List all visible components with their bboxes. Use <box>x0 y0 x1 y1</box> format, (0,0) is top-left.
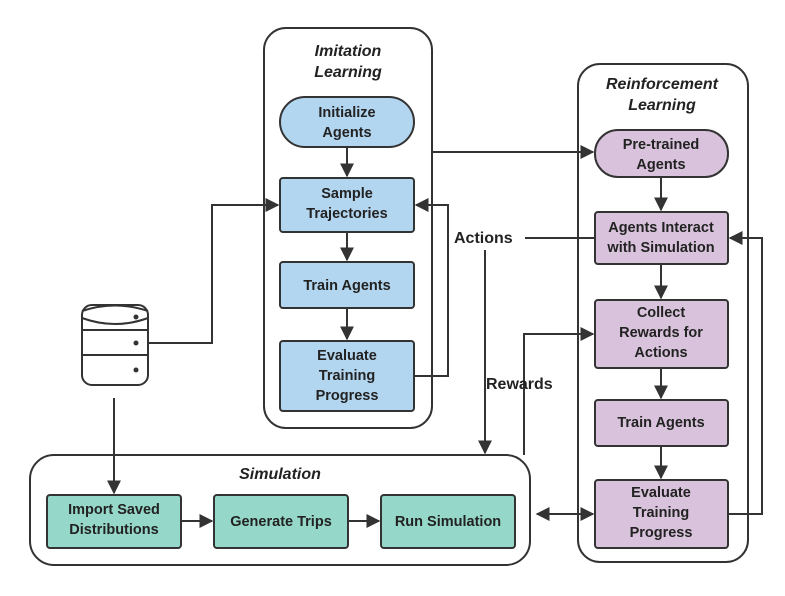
simulation-title: Simulation <box>239 466 321 483</box>
edge-database-to-sample <box>148 198 280 344</box>
import-distributions-label-line-1: Import Saved <box>68 502 160 518</box>
actions-label: Actions <box>454 230 513 247</box>
reinforcement-evaluate-label-line-2: Training <box>633 505 689 521</box>
agents-interact-label-line-2: with Simulation <box>606 240 714 256</box>
imitation-evaluate-label-line-3: Progress <box>316 388 379 404</box>
run-simulation-node <box>380 494 516 549</box>
reinforcement-learning-title-line-1: Reinforcement <box>606 76 719 93</box>
edge-rewards-to-collect <box>523 327 595 455</box>
reinforcement-learning-title-line-2: Learning <box>628 97 696 114</box>
agents-interact-label: Agents Interact with Simulation <box>606 220 714 256</box>
pretrained-agents-label-line-1: Pre-trained <box>623 137 700 153</box>
agents-interact-label-line-1: Agents Interact <box>608 220 714 236</box>
imitation-train-agents-label-line-1: Train Agents <box>303 278 390 294</box>
initialize-agents-label-line-2: Agents <box>322 125 371 141</box>
reinforcement-evaluate-label-line-3: Progress <box>630 525 693 541</box>
imitation-evaluate-label-line-1: Evaluate <box>317 348 377 364</box>
generate-trips-label-line-1: Generate Trips <box>230 514 332 530</box>
sample-trajectories-label-line-2: Trajectories <box>306 206 387 222</box>
database-icon <box>81 304 149 386</box>
collect-rewards-label-line-1: Collect <box>637 305 686 321</box>
reinforcement-train-agents-label-line-1: Train Agents <box>617 415 704 431</box>
collect-rewards-label-line-3: Actions <box>634 345 687 361</box>
run-simulation-label-line-1: Run Simulation <box>395 514 501 530</box>
initialize-agents-label-line-1: Initialize <box>318 105 375 121</box>
run-simulation-label: Run Simulation <box>395 514 501 530</box>
import-distributions-label-line-2: Distributions <box>69 522 158 538</box>
edge-evaluate-loop-to-interact <box>728 231 763 515</box>
pretrained-agents-label-line-2: Agents <box>636 157 685 173</box>
imitation-train-agents-label: Train Agents <box>303 278 390 294</box>
reinforcement-evaluate-label-line-1: Evaluate <box>631 485 691 501</box>
sample-trajectories-label-line-1: Sample <box>321 186 373 202</box>
imitation-evaluate-label-line-2: Training <box>319 368 375 384</box>
rewards-label: Rewards <box>486 376 553 393</box>
collect-rewards-label-line-2: Rewards for <box>619 325 703 341</box>
edge-evaluate-loop-to-sample <box>414 198 449 377</box>
imitation-learning-title-line-2: Learning <box>314 64 382 81</box>
reinforcement-train-agents-label: Train Agents <box>617 415 704 431</box>
simulation-title-line-1: Simulation <box>239 466 321 483</box>
imitation-learning-title-line-1: Imitation <box>315 43 382 60</box>
generate-trips-label: Generate Trips <box>230 514 332 530</box>
